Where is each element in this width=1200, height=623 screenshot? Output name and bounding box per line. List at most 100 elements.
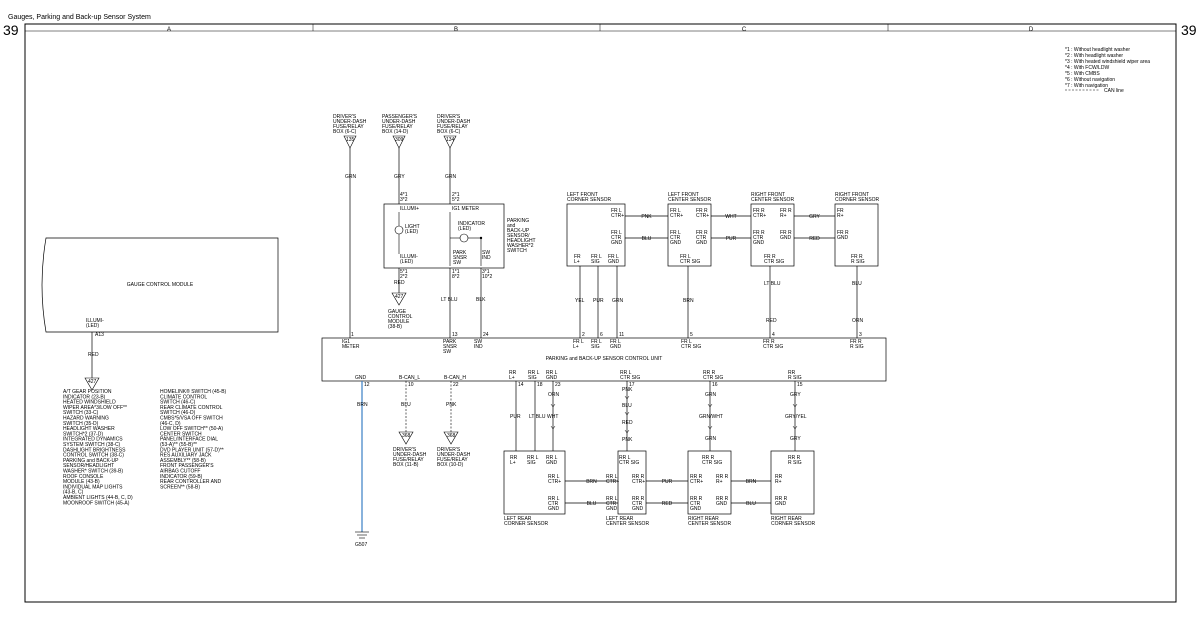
pin-label: CTR+ [611, 213, 624, 219]
pin-label: CTR [611, 235, 622, 241]
pin-label: R+ [716, 479, 723, 485]
switch-name: PARKING [507, 218, 529, 224]
fuse-no: 134 [446, 137, 455, 143]
sensor-box [750, 203, 795, 267]
component-list-item: (53-A)** (55-B)** [160, 442, 197, 448]
switch-name: and [507, 223, 516, 229]
connector-icon [707, 403, 713, 408]
pin-label: CTR [632, 501, 643, 507]
sensor-name: LEFT FRONT [567, 192, 598, 198]
connector-icon [550, 425, 556, 430]
component-list-item: WIPER AREA*3/LOW OFF** [63, 405, 127, 411]
gauge-control-module: GAUGE CONTROL MODULE ILLUMI- (LED) A13 R… [41, 237, 279, 391]
column-c: C [742, 27, 747, 33]
wire-label: GRY/YEL [785, 414, 807, 420]
pin-label: CTR+ [696, 213, 709, 219]
connector-icon [624, 395, 630, 400]
wire-label: ORN [548, 392, 560, 398]
fuse-label: FUSE/RELAY [437, 457, 468, 463]
pin-label: ILLUMI- [400, 254, 418, 260]
pin-label: FR L [670, 230, 681, 236]
indicator-led-icon [459, 233, 469, 243]
sensor-name: CORNER SENSOR [835, 197, 880, 203]
pin-label: FR R [837, 230, 849, 236]
component-list-item: A/T GEAR POSITION [63, 389, 112, 395]
component-list-item: SWITCH (35-D) [63, 421, 99, 427]
wire-label: BLU [746, 501, 756, 507]
fuse-134: DRIVER'S UNDER-DASH FUSE/RELAY BOX (6-C)… [437, 114, 471, 204]
pin-label: FR R [753, 230, 765, 236]
pin-no: 2 [582, 332, 585, 338]
pin-label: RR L [527, 455, 539, 461]
wire-label: PUR [593, 298, 604, 304]
pin-label: RR [788, 370, 796, 376]
unit-name: PARKING and BACK-UP SENSOR CONTROL UNIT [546, 356, 663, 362]
fuse-label: UNDER-DASH [333, 119, 367, 125]
pin-label: GND [716, 501, 728, 507]
sensor-name: CORNER SENSOR [567, 197, 612, 203]
can-l-wire: BLU 368 DRIVER'S UNDER-DASH FUSE/RELAY B… [393, 381, 427, 468]
column-d: D [1029, 27, 1034, 33]
pin-label: FR [574, 254, 581, 260]
wire-label: BLK [476, 297, 486, 303]
fuse-label: DRIVER'S [437, 114, 461, 120]
component-list-item: INDICATOR (59-B) [160, 474, 203, 480]
pin-label: SW [482, 250, 490, 256]
sensor-box [503, 450, 566, 515]
component-list-item: HEADLIGHT WASHER [63, 426, 115, 432]
pin-label: FR R [763, 339, 775, 345]
fuse-label: UNDER-DASH [382, 119, 416, 125]
pin-label: FR R [780, 230, 792, 236]
pin-label: SIG [591, 344, 600, 350]
pin-label: FR L [610, 339, 621, 345]
pin-no: 11 [619, 332, 624, 338]
wire-label: PNK [446, 402, 457, 408]
pin-label: CTR SIG [764, 259, 784, 265]
legend: *1 : Without headlight washer *2 : With … [1065, 47, 1150, 94]
page-number-right: 39 [1181, 22, 1197, 38]
wire-label: BLU [642, 236, 652, 242]
fuse-no: 135 [346, 137, 355, 143]
component-list-item: HEATED WINDSHIELD [63, 400, 116, 406]
component-list-item: CONTROL SWITCH (38-C) [63, 453, 124, 459]
pin-no: 18 [537, 382, 543, 388]
component-list-item: HOMELINK® SWITCH (45-B) [160, 388, 227, 395]
pin-no: 5*2 [452, 197, 460, 203]
sensor-box [770, 450, 815, 515]
pin-no: 16 [712, 382, 718, 388]
wire-label: PUR [510, 414, 521, 420]
pin-no: 3 [859, 332, 862, 338]
conn-no: 427 [395, 294, 404, 300]
pin-label: GND [837, 235, 849, 241]
sensor-name: LEFT FRONT [668, 192, 699, 198]
ref-label: (38-B) [388, 324, 402, 330]
pin-no: 14 [518, 382, 524, 388]
pin-no: 6 [600, 332, 603, 338]
wire-label: PNK [641, 214, 652, 220]
wire-label: LT BLU [529, 414, 546, 420]
sensor-name: CORNER SENSOR [504, 521, 549, 527]
legend-item: *2 : With headlight washer [1065, 53, 1123, 59]
fuse-label: UNDER-DASH [437, 452, 471, 458]
component-list-item: CMBS*5/VSA OFF SWITCH [160, 416, 223, 422]
wire-label: BRN [586, 479, 597, 485]
wire-label: RED [394, 280, 405, 286]
fuse-label: BOX (10-D) [437, 462, 463, 468]
pin-label: FR L [680, 254, 691, 260]
pin-label: RR R [690, 474, 703, 480]
pin-label: R SIG [788, 375, 802, 381]
sensor-name: CENTER SENSOR [606, 521, 649, 527]
pin-label: CTR [690, 501, 701, 507]
pin-label: R SIG [851, 259, 865, 265]
wire-label: RED [662, 501, 673, 507]
wire-label: GRN [445, 174, 457, 180]
pin-label: SW [453, 260, 461, 266]
gauge-module-name: GAUGE CONTROL MODULE [127, 282, 194, 288]
pin-label: SIG [591, 259, 600, 265]
fuse-label: FUSE/RELAY [382, 124, 413, 130]
